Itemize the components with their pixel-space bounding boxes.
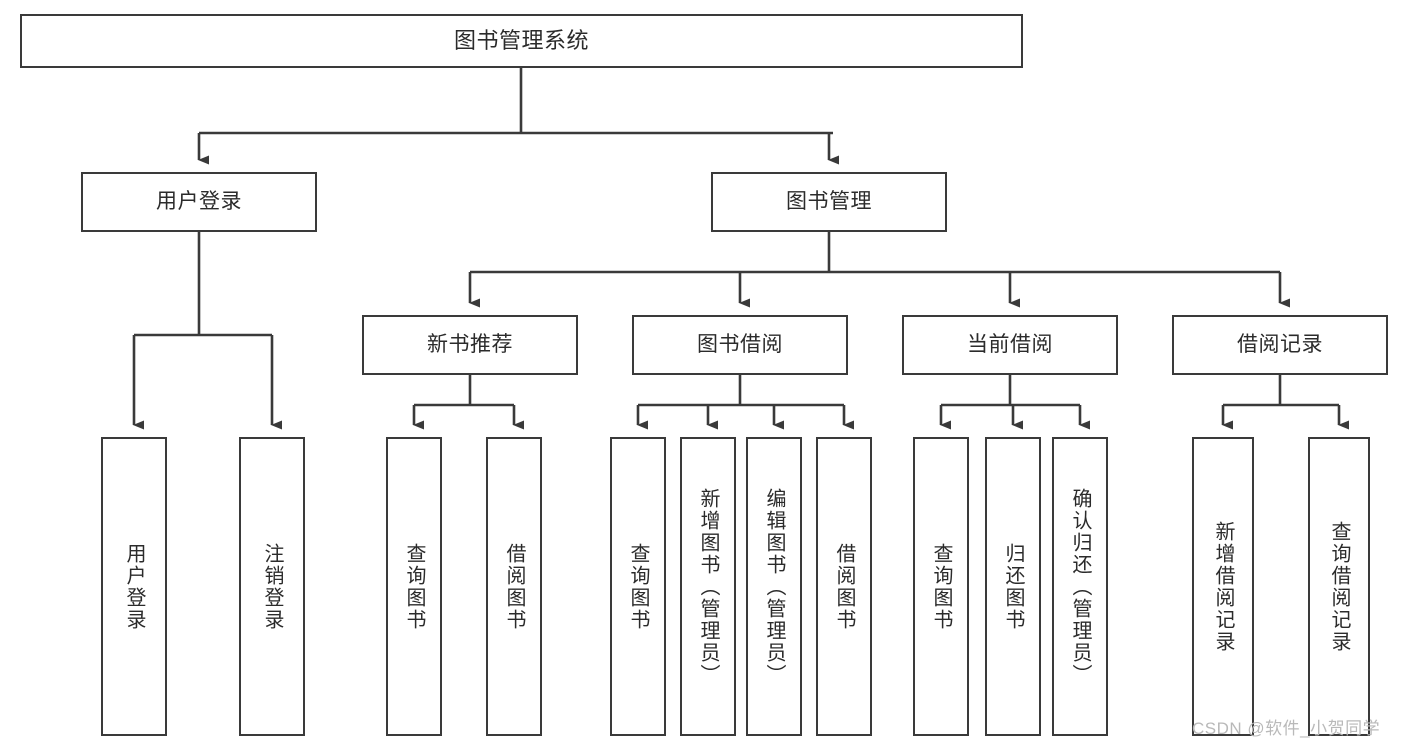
node-book-manage[interactable]: 图书管理 bbox=[711, 172, 947, 232]
node-leaf-query-borrow-record[interactable]: 查询借阅记录 bbox=[1308, 437, 1370, 736]
node-root[interactable]: 图书管理系统 bbox=[20, 14, 1023, 68]
node-leaf-query-borrow-record-label: 查询借阅记录 bbox=[1328, 520, 1350, 653]
node-user-login-label: 用户登录 bbox=[156, 189, 242, 213]
node-new-book-recommend[interactable]: 新书推荐 bbox=[362, 315, 578, 375]
node-leaf-edit-book-admin[interactable]: 编辑图书（管理员） bbox=[746, 437, 802, 736]
node-leaf-user-logout[interactable]: 注销登录 bbox=[239, 437, 305, 736]
node-leaf-user-logout-label: 注销登录 bbox=[261, 542, 283, 631]
node-leaf-borrow-book-rec[interactable]: 借阅图书 bbox=[486, 437, 542, 736]
node-root-label: 图书管理系统 bbox=[453, 28, 589, 54]
node-leaf-add-book-admin[interactable]: 新增图书（管理员） bbox=[680, 437, 736, 736]
node-leaf-query-book-borrow-label: 查询图书 bbox=[627, 542, 649, 631]
node-leaf-confirm-return-admin[interactable]: 确认归还（管理员） bbox=[1052, 437, 1108, 736]
node-leaf-borrow-book-label: 借阅图书 bbox=[833, 542, 855, 631]
node-leaf-return-book-label: 归还图书 bbox=[1002, 542, 1024, 631]
node-leaf-edit-book-admin-label: 编辑图书（管理员） bbox=[763, 487, 785, 686]
node-book-borrow[interactable]: 图书借阅 bbox=[632, 315, 848, 375]
node-new-book-recommend-label: 新书推荐 bbox=[427, 332, 513, 356]
node-leaf-add-borrow-record[interactable]: 新增借阅记录 bbox=[1192, 437, 1254, 736]
node-leaf-confirm-return-admin-label: 确认归还（管理员） bbox=[1069, 487, 1091, 686]
node-leaf-return-book[interactable]: 归还图书 bbox=[985, 437, 1041, 736]
node-leaf-borrow-book-rec-label: 借阅图书 bbox=[503, 542, 525, 631]
node-current-borrow-label: 当前借阅 bbox=[967, 332, 1053, 356]
node-leaf-query-book-rec[interactable]: 查询图书 bbox=[386, 437, 442, 736]
node-book-manage-label: 图书管理 bbox=[786, 189, 872, 213]
node-current-borrow[interactable]: 当前借阅 bbox=[902, 315, 1118, 375]
watermark: CSDN @软件_小贺同学 bbox=[1192, 719, 1381, 738]
node-leaf-query-book-cur[interactable]: 查询图书 bbox=[913, 437, 969, 736]
node-borrow-records-label: 借阅记录 bbox=[1237, 332, 1323, 356]
node-leaf-query-book-cur-label: 查询图书 bbox=[930, 542, 952, 631]
node-book-borrow-label: 图书借阅 bbox=[697, 332, 783, 356]
node-leaf-user-login[interactable]: 用户登录 bbox=[101, 437, 167, 736]
node-leaf-query-book-borrow[interactable]: 查询图书 bbox=[610, 437, 666, 736]
node-borrow-records[interactable]: 借阅记录 bbox=[1172, 315, 1388, 375]
node-leaf-query-book-rec-label: 查询图书 bbox=[403, 542, 425, 631]
node-leaf-add-borrow-record-label: 新增借阅记录 bbox=[1212, 520, 1234, 653]
node-user-login[interactable]: 用户登录 bbox=[81, 172, 317, 232]
node-leaf-user-login-label: 用户登录 bbox=[123, 542, 145, 631]
node-leaf-borrow-book[interactable]: 借阅图书 bbox=[816, 437, 872, 736]
node-leaf-add-book-admin-label: 新增图书（管理员） bbox=[697, 487, 719, 686]
